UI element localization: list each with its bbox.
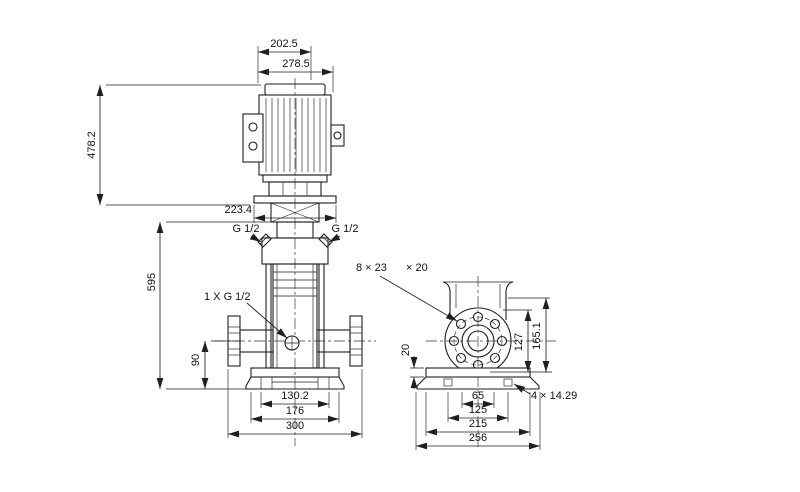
- callout-flange-holes: 8 × 23 × 20: [356, 262, 458, 322]
- dim-65: 65: [461, 390, 495, 408]
- anchor-slot: [503, 378, 513, 387]
- dim-256: 256: [415, 392, 541, 450]
- callout-port-left: G 1/2: [233, 223, 262, 243]
- dim-278-5: 278.5: [258, 58, 334, 92]
- dim-20-label: 20: [400, 344, 412, 356]
- bolt-holes: [448, 311, 508, 371]
- sleeve-walls: [276, 264, 314, 368]
- dim-223-4-label: 223.4: [224, 204, 252, 216]
- raised-face-circle: [461, 324, 495, 358]
- dim-215-label: 215: [469, 418, 487, 430]
- dim-176-label: 176: [286, 405, 304, 417]
- dim-130-2-label: 130.2: [281, 390, 309, 402]
- centerlines-end: [426, 276, 556, 450]
- dim-130-2: 130.2: [260, 390, 330, 408]
- base-front: [245, 367, 345, 390]
- dim-90: 90: [190, 340, 240, 389]
- dim-90-label: 90: [190, 354, 202, 366]
- dim-278-5-label: 278.5: [282, 58, 310, 70]
- front-view: 202.5 278.5 478.2 223.4 G 1/2 G 1/2: [86, 38, 376, 446]
- bolt-circle: [453, 316, 503, 366]
- dim-65-label: 65: [472, 390, 484, 402]
- cable-entry-icon: [248, 141, 258, 151]
- dim-595: 595: [146, 221, 275, 390]
- dim-165-1: 165.1: [508, 297, 550, 372]
- dim-202-5-label: 202.5: [270, 38, 298, 50]
- dim-223-4: 223.4: [224, 204, 337, 223]
- dim-20: 20: [400, 344, 424, 389]
- base-plate-end: [425, 367, 531, 378]
- dim-127: 127: [490, 309, 552, 373]
- stage-lines: [273, 271, 317, 297]
- cable-entry-icon: [248, 122, 258, 132]
- motor-eyelet-hole: [333, 131, 342, 140]
- end-view: 8 × 23 × 20 127 165.1 20 4 × 14.29 65: [356, 262, 577, 450]
- port-left-label: G 1/2: [233, 223, 260, 235]
- dim-125: 125: [447, 392, 509, 422]
- dim-176: 176: [250, 392, 340, 423]
- dim-300: 300: [227, 369, 363, 438]
- volute-body: [442, 281, 514, 320]
- bore-circle: [467, 330, 489, 352]
- port-right-label: G 1/2: [332, 223, 359, 235]
- dim-300-label: 300: [286, 420, 304, 432]
- drain-plug: [284, 335, 300, 351]
- port-left: [257, 233, 272, 248]
- base-holes-label: 4 × 14.29: [531, 390, 577, 402]
- dim-215: 215: [425, 392, 531, 436]
- dim-478-2: 478.2: [86, 84, 261, 206]
- dim-595-label: 595: [146, 273, 158, 291]
- dim-256-label: 256: [469, 432, 487, 444]
- dim-478-2-label: 478.2: [86, 131, 98, 159]
- callout-drain: 1 X G 1/2: [204, 291, 288, 339]
- base-slots: [260, 377, 330, 389]
- motor-fins: [265, 98, 327, 172]
- port-right: [318, 233, 333, 248]
- discharge-flange: [316, 315, 363, 367]
- callout-base-holes: 4 × 14.29: [513, 383, 577, 402]
- dim-165-1-label: 165.1: [531, 322, 543, 350]
- base-skirt: [245, 376, 345, 390]
- drain-label: 1 X G 1/2: [204, 291, 250, 303]
- holes-label: 8 × 23: [356, 262, 387, 274]
- motor: [242, 83, 345, 176]
- pump-head: [257, 221, 333, 265]
- callout-port-right: G 1/2: [328, 223, 359, 243]
- depth-label: × 20: [406, 262, 428, 274]
- dim-125-label: 125: [469, 404, 487, 416]
- dim-127-label: 127: [513, 333, 525, 351]
- anchor-slot: [443, 378, 453, 387]
- motor-eyelet: [330, 124, 345, 147]
- terminal-box: [242, 113, 264, 163]
